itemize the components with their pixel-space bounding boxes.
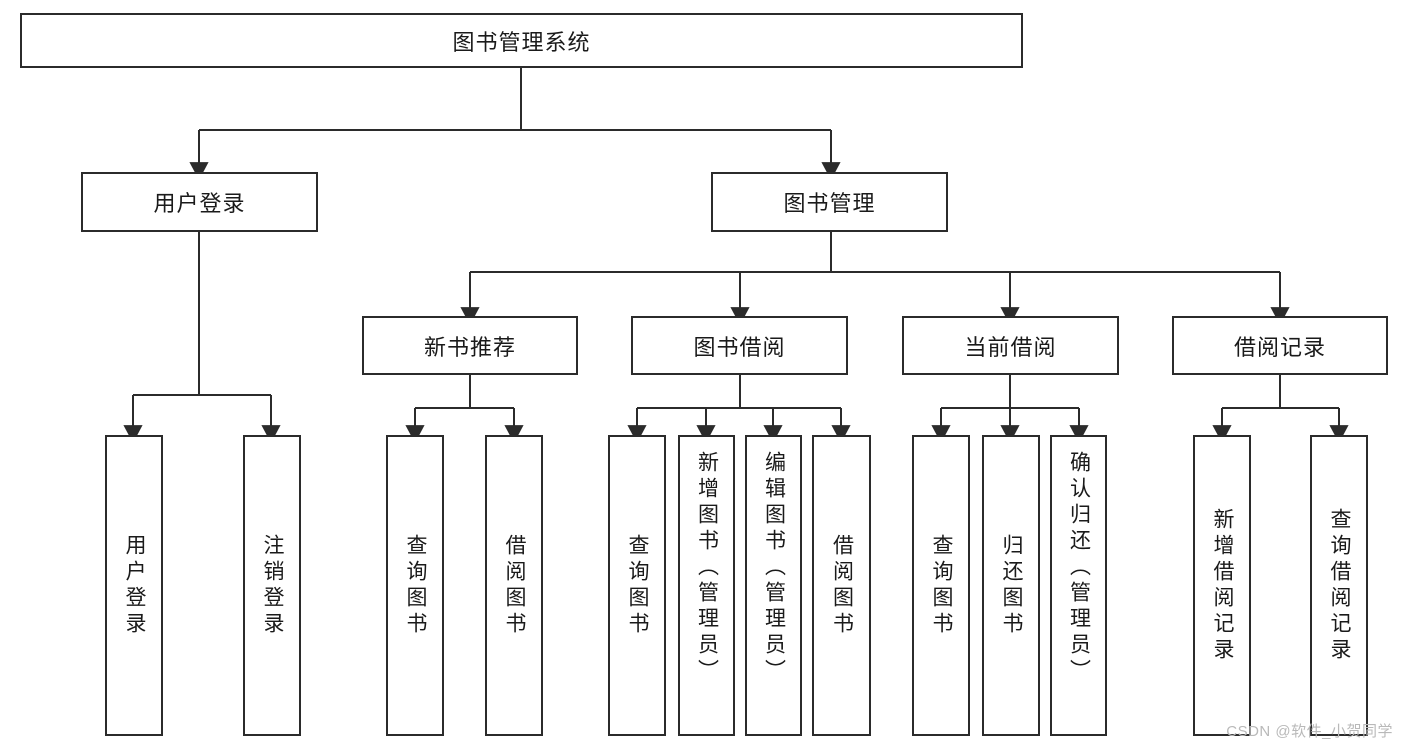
leaf-borrow-record-query-record[interactable]: 查询借阅记录 <box>1310 435 1368 736</box>
leaf-user-login-login[interactable]: 用户登录 <box>105 435 163 736</box>
leaf-current-borrow-query-book[interactable]: 查询图书 <box>912 435 970 736</box>
node-label: 用户登录 <box>153 191 246 216</box>
leaf-new-book-borrow-book[interactable]: 借阅图书 <box>485 435 543 736</box>
node-label: 新增借阅记录 <box>1211 507 1235 664</box>
node-root-book-management-system[interactable]: 图书管理系统 <box>20 13 1023 68</box>
leaf-current-borrow-return-book[interactable]: 归还图书 <box>982 435 1040 736</box>
node-label: 借阅图书 <box>503 533 527 638</box>
leaf-book-borrow-borrow-book[interactable]: 借阅图书 <box>812 435 871 736</box>
node-label: 借阅图书 <box>830 533 854 638</box>
node-label: 新书推荐 <box>423 334 516 360</box>
node-label: 注销登录 <box>261 533 285 638</box>
node-label: 查询图书 <box>404 533 428 638</box>
node-label: 当前借阅 <box>964 334 1057 360</box>
leaf-book-borrow-edit-book-admin[interactable]: 编辑图书（管理员） <box>745 435 802 736</box>
leaf-book-borrow-add-book-admin[interactable]: 新增图书（管理员） <box>678 435 735 736</box>
node-book-borrow[interactable]: 图书借阅 <box>631 316 848 375</box>
node-label: 归还图书 <box>1000 533 1024 638</box>
node-label: 编辑图书（管理员） <box>762 451 786 685</box>
node-label: 查询借阅记录 <box>1328 507 1352 664</box>
leaf-new-book-query-book[interactable]: 查询图书 <box>386 435 444 736</box>
node-book-management[interactable]: 图书管理 <box>711 172 948 232</box>
leaf-user-login-logout[interactable]: 注销登录 <box>243 435 301 736</box>
node-borrow-record[interactable]: 借阅记录 <box>1172 316 1388 375</box>
node-label: 确认归还（管理员） <box>1067 451 1091 685</box>
node-label: 图书借阅 <box>693 334 786 360</box>
node-label: 用户登录 <box>123 533 147 638</box>
node-label: 查询图书 <box>626 533 650 638</box>
leaf-borrow-record-add-record[interactable]: 新增借阅记录 <box>1193 435 1251 736</box>
node-label: 图书管理 <box>783 191 876 216</box>
node-label: 新增图书（管理员） <box>695 451 719 685</box>
leaf-book-borrow-query-book[interactable]: 查询图书 <box>608 435 666 736</box>
node-user-login[interactable]: 用户登录 <box>81 172 318 232</box>
node-label: 图书管理系统 <box>452 29 591 55</box>
leaf-current-borrow-confirm-return-admin[interactable]: 确认归还（管理员） <box>1050 435 1107 736</box>
node-new-book-recommend[interactable]: 新书推荐 <box>362 316 578 375</box>
node-label: 查询图书 <box>930 533 954 638</box>
node-label: 借阅记录 <box>1233 334 1326 360</box>
node-current-borrow[interactable]: 当前借阅 <box>902 316 1119 375</box>
